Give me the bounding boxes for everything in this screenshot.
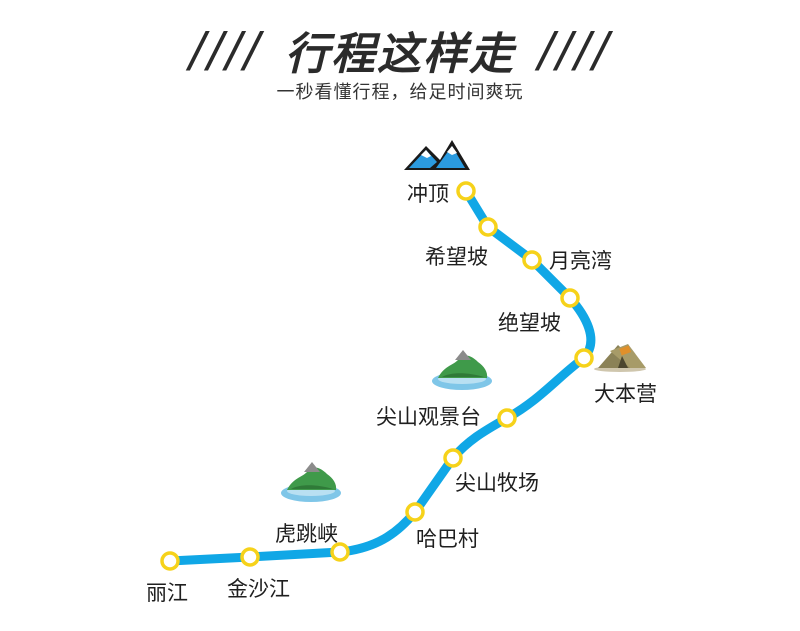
stop-label-hutiaoxia: 虎跳峡 (275, 522, 338, 546)
stop-label-habacun: 哈巴村 (416, 527, 479, 551)
stop-marker-jianshan-muchang (443, 448, 463, 468)
stop-marker-hutiaoxia (330, 542, 350, 562)
stop-markers (160, 181, 594, 571)
stop-marker-jianshan-guanjingtai (497, 408, 517, 428)
stop-label-xiwangpo: 希望坡 (425, 245, 488, 269)
decor-slashes-left: //// (189, 22, 262, 78)
stop-marker-xiwangpo (478, 217, 498, 237)
stop-marker-chongding (456, 181, 476, 201)
header: //// 行程这样走 //// 一秒看懂行程，给足时间爽玩 (0, 0, 800, 110)
page-subtitle: 一秒看懂行程，给足时间爽玩 (276, 82, 524, 103)
snow-mountain-icon (404, 140, 470, 170)
stop-label-jianshan-guanjingtai: 尖山观景台 (376, 405, 481, 429)
stop-label-lijiang: 丽江 (146, 581, 188, 605)
stop-marker-habacun (405, 502, 425, 522)
stop-marker-yuelianwan (522, 250, 542, 270)
stop-marker-lijiang (160, 551, 180, 571)
stop-marker-jinshajiang (240, 547, 260, 567)
title-row: //// 行程这样走 //// (0, 18, 800, 82)
stop-label-juewangpo: 绝望坡 (498, 311, 561, 335)
stop-label-jianshan-muchang: 尖山牧场 (455, 471, 539, 495)
decor-slashes-right: //// (538, 22, 611, 78)
stop-label-jinshajiang: 金沙江 (227, 577, 290, 601)
lake-island-icon (432, 350, 492, 390)
stop-label-chongding: 冲顶 (407, 182, 449, 206)
tent-icon (594, 344, 646, 372)
stop-marker-dabenying (574, 348, 594, 368)
page-title: 行程这样走 (285, 29, 515, 80)
lake-island-icon (281, 462, 341, 502)
stop-label-yuelianwan: 月亮湾 (549, 249, 612, 273)
stop-label-dabenying: 大本营 (594, 382, 657, 406)
stop-marker-juewangpo (560, 288, 580, 308)
route-line (165, 186, 596, 566)
